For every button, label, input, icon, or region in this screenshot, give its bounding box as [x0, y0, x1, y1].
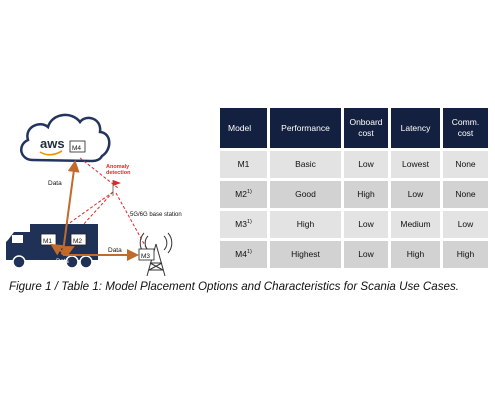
- cell-latency: Lowest: [391, 151, 440, 178]
- cloud-model-label: M4: [72, 145, 81, 152]
- header-model: Model: [220, 108, 267, 148]
- header-comm-cost: Comm.cost: [443, 108, 488, 148]
- cell-onboard: Low: [344, 151, 388, 178]
- data-arrows: [50, 160, 139, 261]
- cell-performance: Highest: [270, 241, 341, 268]
- header-performance: Performance: [270, 108, 341, 148]
- cell-model: M1: [220, 151, 267, 178]
- data-label-up: Data: [48, 180, 62, 187]
- figure-caption: Figure 1 / Table 1: Model Placement Opti…: [9, 280, 460, 293]
- table-row: M41) Highest Low High High: [220, 241, 488, 268]
- truck-model-box-2: [70, 233, 87, 246]
- truck-model-label-1: M1: [43, 238, 52, 245]
- cell-comm: None: [443, 151, 488, 178]
- cell-onboard: Low: [344, 211, 388, 238]
- cloud-icon: [20, 113, 111, 163]
- cell-comm: High: [443, 241, 488, 268]
- cell-performance: Good: [270, 181, 341, 208]
- cell-tower-icon: [139, 232, 173, 277]
- data-label-truck: Data: [56, 259, 69, 265]
- tower-model-label: M3: [141, 253, 150, 260]
- aws-logo: aws: [40, 136, 65, 151]
- cell-model: M41): [220, 241, 267, 268]
- cell-performance: High: [270, 211, 341, 238]
- table-row: M21) Good High Low None: [220, 181, 488, 208]
- cell-comm: None: [443, 181, 488, 208]
- table-row: M1 Basic Low Lowest None: [220, 151, 488, 178]
- cell-latency: High: [391, 241, 440, 268]
- cell-latency: Medium: [391, 211, 440, 238]
- aws-smile-icon: [39, 150, 63, 156]
- tower-model-box: [138, 248, 155, 261]
- table-row: M31) High Low Medium Low: [220, 211, 488, 238]
- cell-model: M31): [220, 211, 267, 238]
- data-label-right: Data: [108, 247, 122, 254]
- architecture-diagram: aws M4 Anomaly detection 5G/6G base stat…: [6, 113, 182, 277]
- header-latency: Latency: [391, 108, 440, 148]
- anomaly-label-line1: Anomaly: [106, 164, 130, 170]
- cell-performance: Basic: [270, 151, 341, 178]
- anomaly-label-line2: detection: [106, 170, 131, 176]
- truck-icon: [6, 224, 98, 269]
- cell-model: M21): [220, 181, 267, 208]
- cell-comm: Low: [443, 211, 488, 238]
- cell-onboard: Low: [344, 241, 388, 268]
- data-source-point: [61, 251, 65, 255]
- cell-latency: Low: [391, 181, 440, 208]
- flag-icon: [112, 180, 121, 196]
- cloud-model-box: [69, 140, 86, 153]
- cell-onboard: High: [344, 181, 388, 208]
- truck-model-label-2: M2: [73, 238, 82, 245]
- truck-model-box-1: [40, 233, 57, 246]
- base-station-label: 5G/6G base station: [130, 212, 182, 218]
